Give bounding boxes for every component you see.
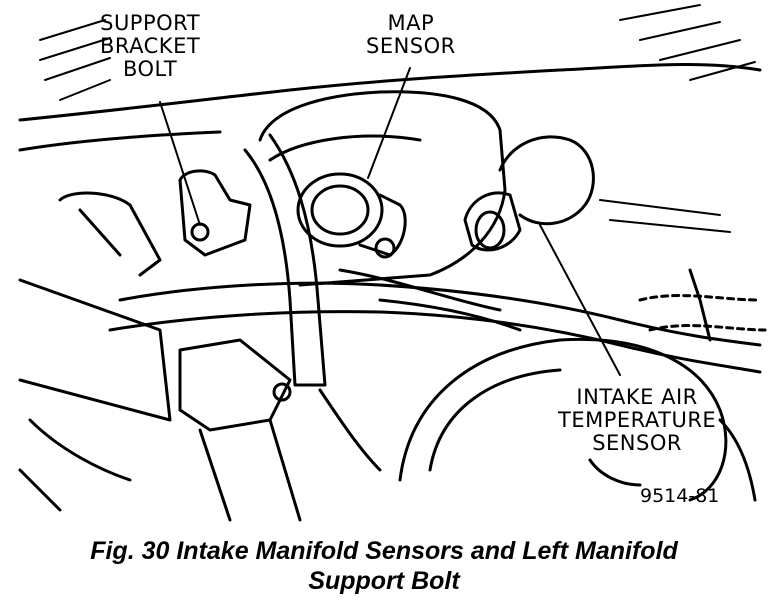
- iat-sensor-label: INTAKE AIR TEMPERATURE SENSOR: [558, 385, 717, 455]
- leader-lines: [159, 67, 621, 376]
- caption-line-1: Fig. 30 Intake Manifold Sensors and Left…: [90, 537, 678, 565]
- iat-sensor: [463, 135, 595, 252]
- caption-line-2: Support Bolt: [308, 567, 460, 595]
- figure-number: 9514-81: [640, 485, 720, 507]
- map-sensor-label: MAP SENSOR: [366, 11, 456, 58]
- oil-cap: [398, 337, 728, 502]
- map-sensor: [296, 172, 407, 259]
- vertical-hose: [243, 133, 327, 387]
- hood-hatching: [39, 4, 756, 233]
- support-bracket-bolt-label: SUPPORT BRACKET BOLT: [100, 11, 201, 81]
- figure-caption: Fig. 30 Intake Manifold Sensors and Left…: [0, 536, 768, 596]
- support-bracket: [178, 169, 252, 257]
